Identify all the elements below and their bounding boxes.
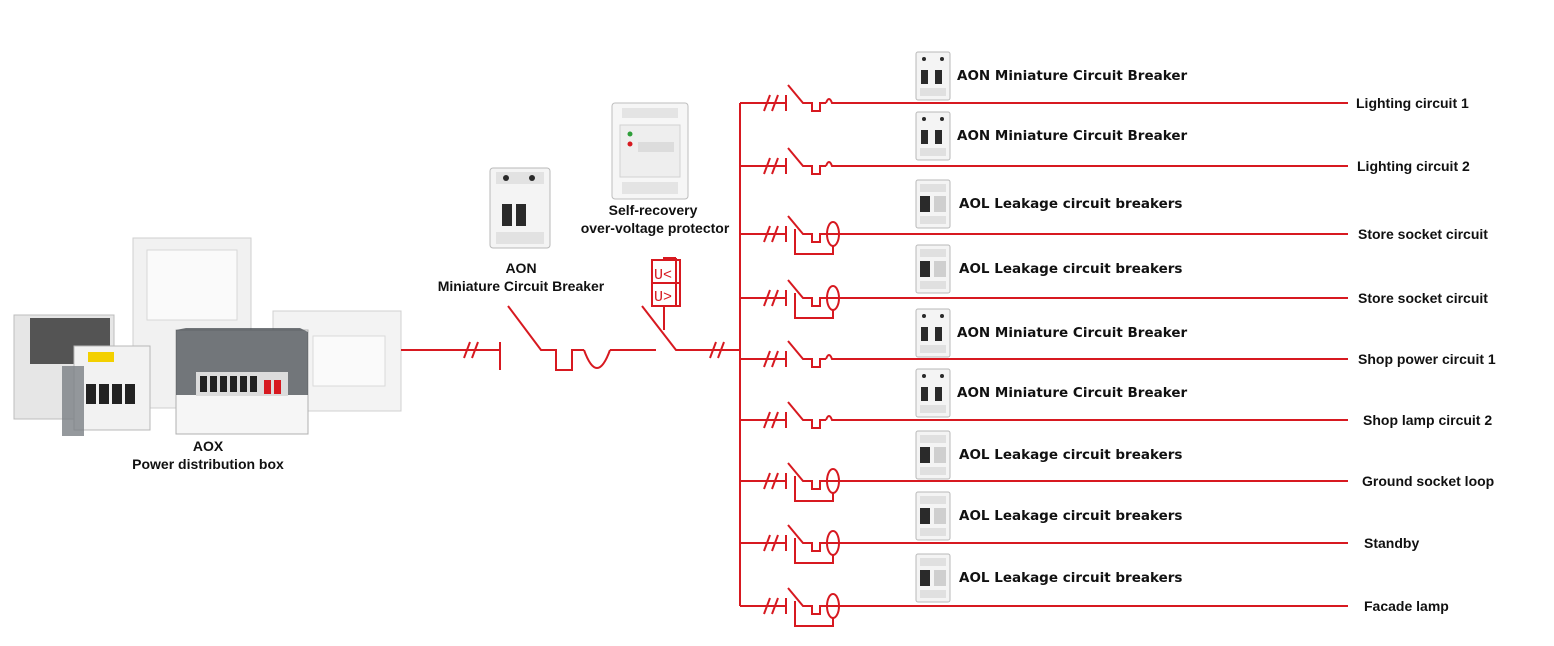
circuit-label: Lighting circuit 2 xyxy=(1357,158,1470,174)
breaker-switch-symbol xyxy=(787,215,826,243)
leakage-sense-loop xyxy=(794,229,834,255)
protector-label-line1: Self-recovery xyxy=(609,202,698,218)
breaker-switch-symbol xyxy=(787,462,826,490)
leakage-sense-loop xyxy=(794,538,834,564)
two-pole-marker xyxy=(763,94,779,112)
breaker-switch-symbol xyxy=(787,147,826,175)
circuit-label: Shop power circuit 1 xyxy=(1358,351,1496,367)
device-label: AOL Leakage circuit breakers xyxy=(959,261,1182,277)
circuit-label: Lighting circuit 1 xyxy=(1356,95,1469,111)
breaker-switch-symbol xyxy=(787,587,826,615)
branch-out-wire xyxy=(825,415,1348,421)
circuit-label: Store socket circuit xyxy=(1358,226,1488,242)
undervoltage-label: U< xyxy=(654,267,672,284)
two-pole-marker xyxy=(763,157,779,175)
main-breaker-label-line1: AON xyxy=(505,260,536,276)
undervoltage-overvoltage-symbol: U< U> xyxy=(651,258,681,307)
miniature-breaker-image xyxy=(915,308,951,358)
device-label: AOL Leakage circuit breakers xyxy=(959,570,1182,586)
branch-out-wire xyxy=(825,98,1348,104)
breaker-switch-symbol xyxy=(787,84,826,112)
miniature-breaker-image xyxy=(915,111,951,161)
leakage-sense-loop xyxy=(794,601,834,627)
circuit-label: Standby xyxy=(1364,535,1419,551)
branch-out-wire xyxy=(825,161,1348,167)
device-label: AOL Leakage circuit breakers xyxy=(959,196,1182,212)
device-label: AOL Leakage circuit breakers xyxy=(959,508,1182,524)
breaker-switch-symbol xyxy=(787,340,826,368)
two-pole-marker xyxy=(763,350,779,368)
box-label-line2: Power distribution box xyxy=(132,456,284,472)
main-feed xyxy=(401,257,740,371)
leakage-breaker-image xyxy=(915,491,951,541)
circuit-label: Shop lamp circuit 2 xyxy=(1363,412,1492,428)
protector-label-line2: over-voltage protector xyxy=(581,220,730,236)
circuit-label: Ground socket loop xyxy=(1362,473,1494,489)
two-pole-marker xyxy=(763,534,779,552)
leakage-breaker-image xyxy=(915,179,951,229)
device-label: AON Miniature Circuit Breaker xyxy=(957,385,1187,401)
leakage-sense-loop xyxy=(794,293,834,319)
distribution-box-image xyxy=(13,237,402,436)
two-pole-marker xyxy=(763,225,779,243)
leakage-breaker-image xyxy=(915,553,951,603)
circuit-label: Store socket circuit xyxy=(1358,290,1488,306)
circuit-label: Facade lamp xyxy=(1364,598,1449,614)
two-pole-marker xyxy=(763,597,779,615)
breaker-switch-symbol xyxy=(787,279,826,307)
leakage-breaker-image xyxy=(915,244,951,294)
breaker-switch-symbol xyxy=(787,401,826,429)
branch-out-wire xyxy=(825,354,1348,360)
device-label: AON Miniature Circuit Breaker xyxy=(957,128,1187,144)
protector-image xyxy=(611,102,689,200)
leakage-breaker-image xyxy=(915,430,951,480)
miniature-breaker-image xyxy=(915,368,951,418)
breaker-switch-symbol xyxy=(787,524,826,552)
miniature-breaker-image xyxy=(915,51,951,101)
main-breaker-image xyxy=(489,167,551,249)
device-label: AON Miniature Circuit Breaker xyxy=(957,68,1187,84)
box-label-line1: AOX xyxy=(193,438,224,454)
two-pole-marker xyxy=(763,289,779,307)
two-pole-marker xyxy=(763,472,779,490)
device-label: AOL Leakage circuit breakers xyxy=(959,447,1182,463)
leakage-sense-loop xyxy=(794,476,834,502)
two-pole-marker xyxy=(763,411,779,429)
overvoltage-label: U> xyxy=(654,289,672,306)
main-breaker-label-line2: Miniature Circuit Breaker xyxy=(438,278,605,294)
device-label: AON Miniature Circuit Breaker xyxy=(957,325,1187,341)
